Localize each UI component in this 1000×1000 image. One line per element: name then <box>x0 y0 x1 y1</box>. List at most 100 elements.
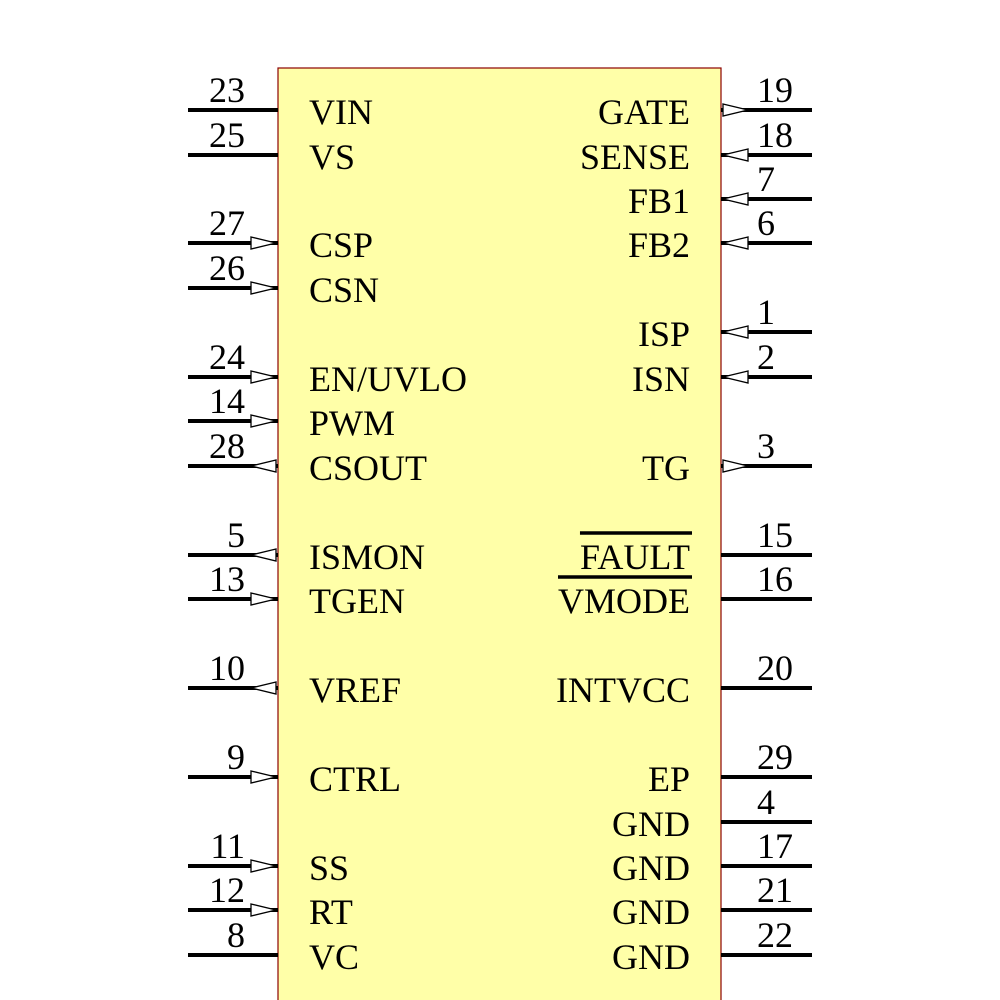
pin-5-output-arrow <box>250 548 277 562</box>
pin-9-number: 9 <box>227 737 245 777</box>
pin-1-label-isp: ISP <box>638 314 690 354</box>
pin-13-input-arrow <box>250 592 277 606</box>
pin-3-label-tg: TG <box>642 448 690 488</box>
pin-28-label-csout: CSOUT <box>309 448 427 488</box>
pin-23-label-vin: VIN <box>309 92 373 132</box>
pin-13-number: 13 <box>209 559 245 599</box>
pin-15-label-fault: FAULT <box>580 537 690 577</box>
pin-3-number: 3 <box>757 426 775 466</box>
pin-4-label-gnd: GND <box>612 804 690 844</box>
pin-9-label-ctrl: CTRL <box>309 759 401 799</box>
pin-22-label-gnd: GND <box>612 937 690 977</box>
pin-11-input-arrow <box>250 859 277 873</box>
pin-1-number: 1 <box>757 292 775 332</box>
pin-16-label-vmode: VMODE <box>558 581 690 621</box>
pin-4-number: 4 <box>757 782 775 822</box>
pin-23-number: 23 <box>209 70 245 110</box>
pin-3: 3TG <box>642 426 812 488</box>
pin-24-number: 24 <box>209 337 245 377</box>
pin-12-input-arrow <box>250 903 277 917</box>
pin-29-number: 29 <box>757 737 793 777</box>
pin-14-input-arrow <box>250 414 277 428</box>
pin-21-number: 21 <box>757 870 793 910</box>
pin-12-label-rt: RT <box>309 892 353 932</box>
pin-27-number: 27 <box>209 203 245 243</box>
pin-27-label-csp: CSP <box>309 225 373 265</box>
pin-13-label-tgen: TGEN <box>309 581 405 621</box>
pin-14-number: 14 <box>209 381 245 421</box>
pin-16-number: 16 <box>757 559 793 599</box>
pin-18-input-arrow <box>722 148 749 162</box>
pin-17-label-gnd: GND <box>612 848 690 888</box>
pin-20-number: 20 <box>757 648 793 688</box>
pin-19-output-arrow <box>722 103 749 117</box>
pin-26-label-csn: CSN <box>309 270 379 310</box>
pin-27-input-arrow <box>250 236 277 250</box>
pin-24-input-arrow <box>250 370 277 384</box>
pin-28-number: 28 <box>209 426 245 466</box>
pin-14-label-pwm: PWM <box>309 403 395 443</box>
pin-17-number: 17 <box>757 826 793 866</box>
pin-3-output-arrow <box>722 459 749 473</box>
pin-8: 8VC <box>188 915 359 977</box>
pin-22-number: 22 <box>757 915 793 955</box>
pin-19-number: 19 <box>757 70 793 110</box>
pin-5-number: 5 <box>227 515 245 555</box>
pin-2-input-arrow <box>722 370 749 384</box>
pin-21-label-gnd: GND <box>612 892 690 932</box>
pin-6-input-arrow <box>722 236 749 250</box>
pin-7-input-arrow <box>722 192 749 206</box>
pin-25-label-vs: VS <box>309 137 355 177</box>
pin-11-label-ss: SS <box>309 848 349 888</box>
pin-19-label-gate: GATE <box>598 92 690 132</box>
pin-2-label-isn: ISN <box>632 359 690 399</box>
pin-6-label-fb2: FB2 <box>628 225 690 265</box>
pin-29-label-ep: EP <box>648 759 690 799</box>
pin-10-label-vref: VREF <box>309 670 401 710</box>
pin-20-label-intvcc: INTVCC <box>556 670 690 710</box>
pin-5-label-ismon: ISMON <box>309 537 425 577</box>
pin-15-number: 15 <box>757 515 793 555</box>
right-pin-group: 19GATE18SENSE7FB16FB21ISP2ISN3TG15FAULT1… <box>556 70 812 977</box>
pin-2-number: 2 <box>757 337 775 377</box>
left-pin-group: 23VIN25VS27CSP26CSN24EN/UVLO14PWM28CSOUT… <box>188 70 467 977</box>
pin-9-input-arrow <box>250 770 277 784</box>
pin-1-input-arrow <box>722 325 749 339</box>
pin-12-number: 12 <box>209 870 245 910</box>
pin-7-number: 7 <box>757 159 775 199</box>
pin-10-number: 10 <box>209 648 245 688</box>
pin-24-label-en-uvlo: EN/UVLO <box>309 359 467 399</box>
pin-6-number: 6 <box>757 203 775 243</box>
pin-26-number: 26 <box>209 248 245 288</box>
pin-25-number: 25 <box>209 115 245 155</box>
pin-8-label-vc: VC <box>309 937 359 977</box>
pin-11-number: 11 <box>210 826 245 866</box>
